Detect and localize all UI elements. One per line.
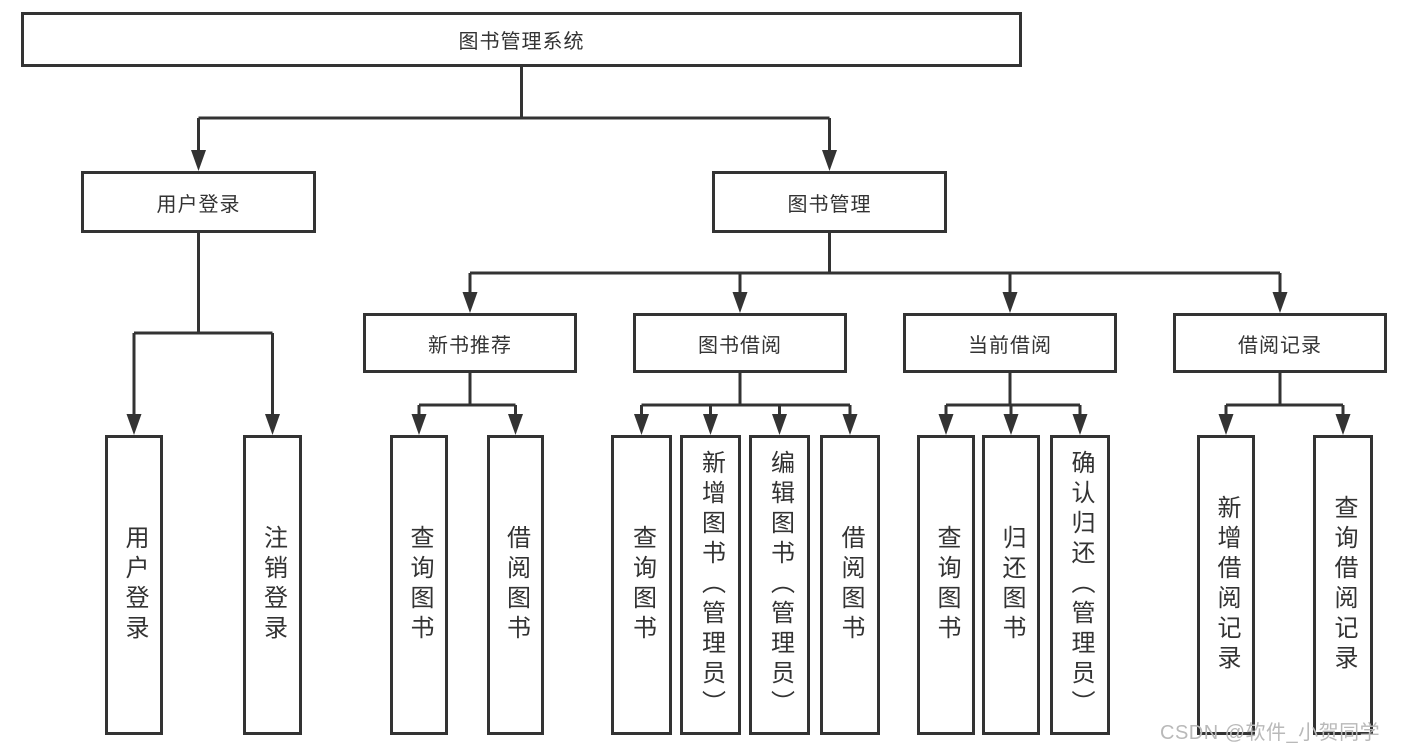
- leaf-label: 确认归还（管理员）: [1067, 450, 1094, 720]
- leaf-cb-query-books: 查询图书: [917, 435, 975, 735]
- leaf-label: 查询图书: [628, 525, 656, 645]
- node-label: 新书推荐: [428, 334, 512, 357]
- leaf-label: 新增借阅记录: [1213, 495, 1240, 675]
- node-label: 用户登录: [156, 193, 241, 216]
- leaf-br-add-record: 新增借阅记录: [1197, 435, 1255, 735]
- leaf-user-login: 用户登录: [105, 435, 163, 735]
- node-label: 图书管理系统: [458, 31, 585, 53]
- node-current-borrow: 当前借阅: [903, 313, 1117, 373]
- leaf-label: 用户登录: [121, 525, 148, 645]
- node-book-management: 图书管理: [712, 171, 947, 233]
- node-borrow-records: 借阅记录: [1173, 313, 1387, 373]
- csdn-watermark: CSDN @软件_小贺同学: [1160, 722, 1381, 744]
- leaf-label: 借阅图书: [502, 525, 530, 645]
- leaf-label: 查询图书: [406, 525, 433, 645]
- node-new-book-recommend: 新书推荐: [363, 313, 577, 373]
- leaf-cb-return-books: 归还图书: [982, 435, 1040, 735]
- leaf-label: 查询借阅记录: [1330, 495, 1357, 675]
- leaf-bb-add-books-admin: 新增图书（管理员）: [680, 435, 741, 735]
- node-label: 借阅记录: [1238, 334, 1322, 357]
- node-user-login: 用户登录: [81, 171, 316, 233]
- leaf-label: 注销登录: [259, 525, 287, 645]
- leaf-label: 归还图书: [998, 525, 1025, 645]
- leaf-logout: 注销登录: [243, 435, 302, 735]
- leaf-bb-query-books: 查询图书: [611, 435, 672, 735]
- leaf-bb-edit-books-admin: 编辑图书（管理员）: [749, 435, 810, 735]
- node-label: 图书管理: [787, 193, 872, 216]
- node-label: 图书借阅: [698, 334, 782, 357]
- leaf-bb-borrow-books: 借阅图书: [820, 435, 880, 735]
- node-label: 当前借阅: [968, 334, 1052, 357]
- leaf-label: 借阅图书: [837, 525, 864, 645]
- leaf-label: 新增图书（管理员）: [697, 450, 725, 720]
- leaf-label: 编辑图书（管理员）: [766, 450, 794, 720]
- leaf-cb-confirm-return-admin: 确认归还（管理员）: [1050, 435, 1110, 735]
- leaf-br-query-record: 查询借阅记录: [1313, 435, 1373, 735]
- leaf-rec-borrow-books: 借阅图书: [487, 435, 544, 735]
- node-root-system: 图书管理系统: [21, 12, 1022, 67]
- node-book-borrow: 图书借阅: [633, 313, 847, 373]
- leaf-label: 查询图书: [933, 525, 960, 645]
- leaf-rec-query-books: 查询图书: [390, 435, 448, 735]
